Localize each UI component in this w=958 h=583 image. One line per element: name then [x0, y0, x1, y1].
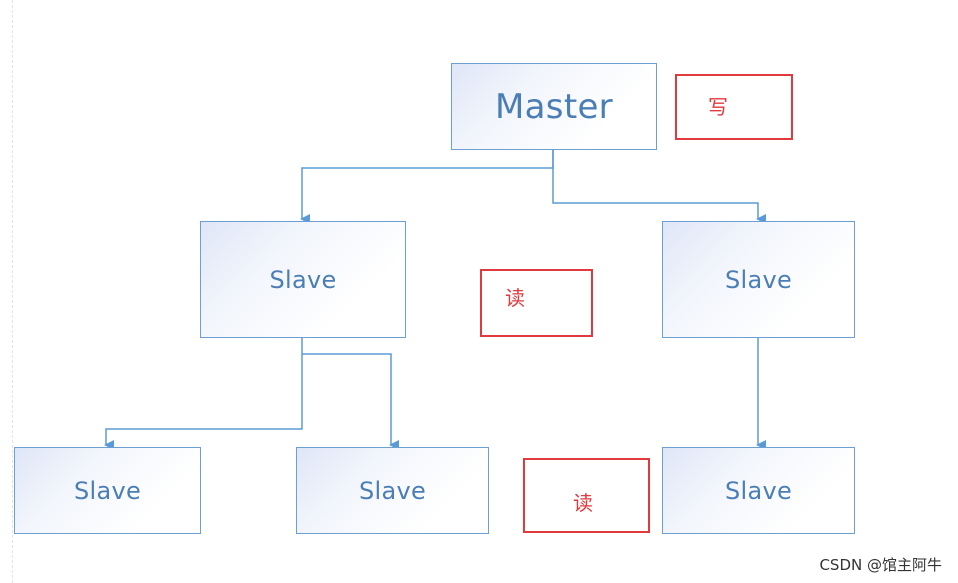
edge-master-to-slave-right [552, 149, 766, 224]
read-tag-lower-label: 读 [573, 491, 593, 515]
slave-node-level2-1: Slave [14, 447, 201, 534]
slave-label: Slave [724, 265, 793, 294]
master-node: Master [451, 63, 657, 150]
slave-label: Slave [358, 476, 427, 505]
slave-label: Slave [724, 476, 793, 505]
edge-slave-left-to-bottom-2 [302, 353, 399, 450]
read-tag-upper: 读 [480, 269, 593, 337]
edge-master-to-slave-left [300, 149, 554, 224]
write-tag: 写 [675, 74, 793, 140]
edge-slave-left-to-bottom-1 [104, 337, 303, 450]
slave-node-level2-2: Slave [296, 447, 489, 534]
page-guide-line [12, 0, 13, 583]
master-label: Master [495, 86, 613, 127]
slave-node-level2-3: Slave [662, 447, 855, 534]
slave-label: Slave [73, 476, 142, 505]
read-tag-lower: 读 [523, 458, 650, 533]
watermark: CSDN @馆主阿牛 [819, 556, 942, 574]
read-tag-upper-label: 读 [505, 286, 525, 310]
slave-label: Slave [269, 265, 337, 294]
slave-node-level1-left: Slave [200, 221, 406, 338]
write-tag-label: 写 [708, 95, 728, 119]
slave-node-level1-right: Slave [662, 221, 855, 338]
